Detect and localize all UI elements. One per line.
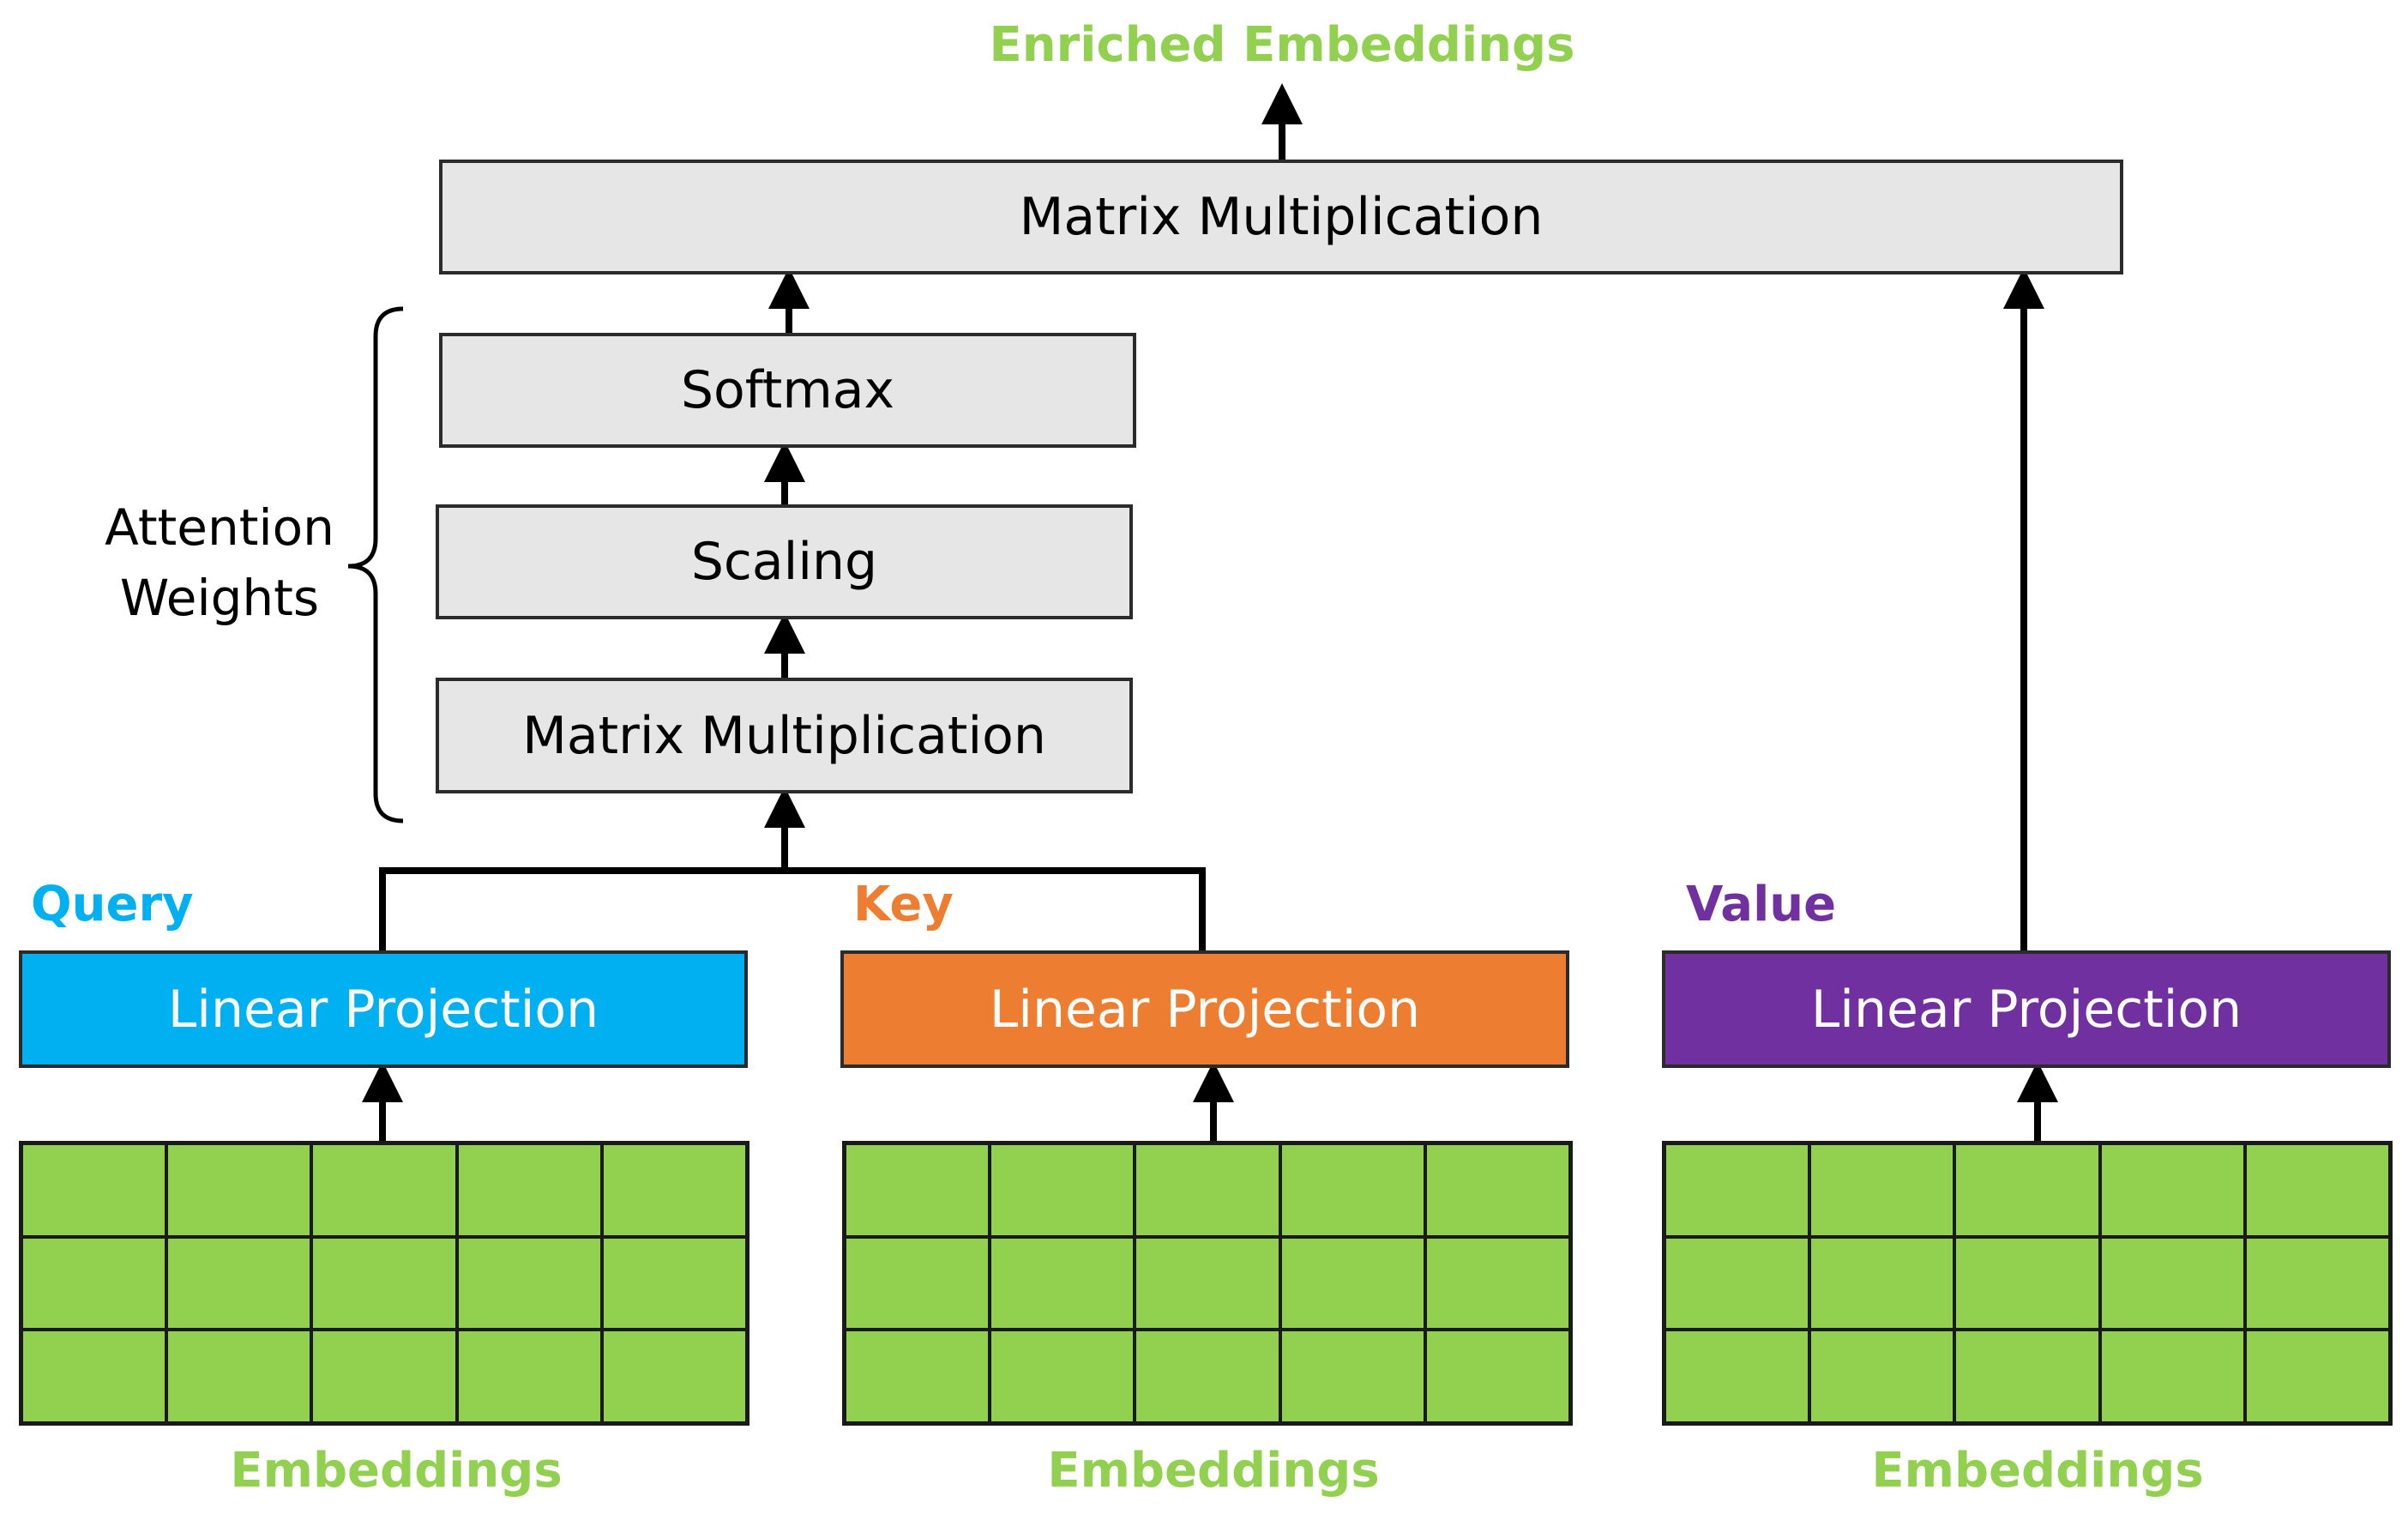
scaling-box: Scaling (436, 504, 1133, 619)
embedding-cell (845, 1330, 990, 1423)
embedding-cell (601, 1330, 747, 1423)
embedding-cell (1809, 1330, 1955, 1423)
embedding-cell (1665, 1236, 1810, 1330)
embedding-cell (166, 1236, 312, 1330)
embedding-cell (1279, 1330, 1425, 1423)
embedding-cell (990, 1143, 1135, 1237)
embedding-cell (311, 1236, 457, 1330)
embedding-cell (2244, 1236, 2390, 1330)
embedding-cell (1279, 1236, 1425, 1330)
attention-weights-bracket (347, 306, 404, 823)
embedding-cell (1809, 1143, 1955, 1237)
embedding-cell (456, 1143, 602, 1237)
embedding-cell (1135, 1143, 1280, 1237)
embedding-cell (2244, 1330, 2390, 1423)
key-linear-projection: Linear Projection (840, 950, 1569, 1068)
embedding-cell (1135, 1330, 1280, 1423)
embedding-cell (21, 1143, 167, 1237)
attention-weights-line-1: Attention (105, 498, 334, 557)
key-embeddings-label: Embeddings (1047, 1443, 1380, 1499)
embedding-cell (2099, 1330, 2245, 1423)
embedding-cell (21, 1236, 167, 1330)
query-linear-projection: Linear Projection (19, 950, 748, 1068)
value-linear-projection: Linear Projection (1662, 950, 2391, 1068)
query-embeddings-label: Embeddings (230, 1443, 563, 1499)
embedding-cell (21, 1330, 167, 1423)
embedding-cell (1954, 1236, 2100, 1330)
inner-matmul-box: Matrix Multiplication (436, 678, 1133, 793)
embedding-cell (1954, 1143, 2100, 1237)
embedding-cell (2244, 1143, 2390, 1237)
embedding-cell (2099, 1236, 2245, 1330)
value-embeddings-label: Embeddings (1871, 1443, 2204, 1499)
embedding-cell (990, 1330, 1135, 1423)
value-embeddings-grid (1662, 1141, 2393, 1426)
query-label: Query (31, 877, 194, 932)
embedding-cell (845, 1236, 990, 1330)
top-matmul-box: Matrix Multiplication (439, 160, 2123, 274)
embedding-cell (311, 1143, 457, 1237)
embedding-cell (166, 1330, 312, 1423)
embedding-cell (1279, 1143, 1425, 1237)
embedding-cell (601, 1236, 747, 1330)
embedding-cell (990, 1236, 1135, 1330)
embedding-cell (1424, 1143, 1570, 1237)
key-label: Key (853, 877, 954, 932)
key-embeddings-grid (842, 1141, 1573, 1426)
embedding-cell (1665, 1143, 1810, 1237)
embedding-cell (1424, 1330, 1570, 1423)
query-embeddings-grid (19, 1141, 749, 1426)
attention-weights-line-2: Weights (119, 569, 320, 627)
embedding-cell (1809, 1236, 1955, 1330)
embedding-cell (845, 1143, 990, 1237)
embedding-cell (1424, 1236, 1570, 1330)
enriched-embeddings-label: Enriched Embeddings (989, 17, 1575, 73)
embedding-cell (456, 1330, 602, 1423)
embedding-cell (166, 1143, 312, 1237)
embedding-cell (456, 1236, 602, 1330)
embedding-cell (1665, 1330, 1810, 1423)
embedding-cell (601, 1143, 747, 1237)
embedding-cell (1135, 1236, 1280, 1330)
embedding-cell (2099, 1143, 2245, 1237)
embedding-cell (311, 1330, 457, 1423)
query-key-join-line (379, 867, 1206, 950)
attention-weights-label: Attention Weights (91, 492, 348, 633)
embedding-cell (1954, 1330, 2100, 1423)
value-label: Value (1686, 877, 1837, 932)
softmax-box: Softmax (439, 333, 1136, 448)
